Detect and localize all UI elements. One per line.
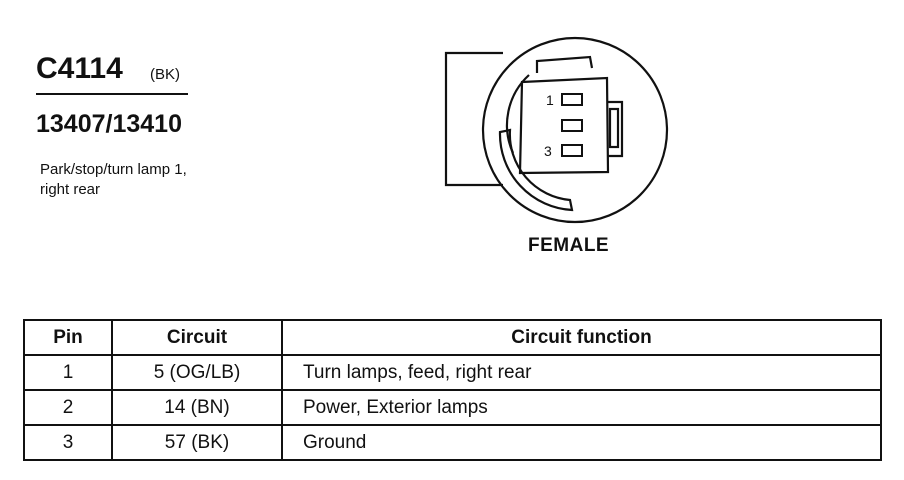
connector-housing: [444, 51, 503, 187]
cell-pin: 3: [23, 424, 113, 461]
pin-label-1: 1: [546, 92, 554, 108]
part-numbers: 13407/13410: [36, 110, 182, 138]
table-row: 3 57 (BK) Ground: [23, 424, 882, 461]
pinout-table: Pin Circuit Circuit function 1 5 (OG/LB)…: [23, 319, 882, 461]
connector-top-tab: [535, 55, 594, 73]
description-line-1: Park/stop/turn lamp 1,: [40, 161, 187, 178]
cell-circuit: 5 (OG/LB): [111, 354, 283, 391]
cell-circuit-function: Power, Exterior lamps: [281, 389, 882, 426]
connector-side-key-inner: [608, 107, 620, 149]
connector-side-key: [608, 100, 624, 158]
connector-gender-label: FEMALE: [528, 235, 610, 256]
table-row: 1 5 (OG/LB) Turn lamps, feed, right rear: [23, 354, 882, 391]
pin-carrier: [518, 76, 610, 175]
table-row: 2 14 (BN) Power, Exterior lamps: [23, 389, 882, 426]
cell-pin: 1: [23, 354, 113, 391]
cell-pin: 2: [23, 389, 113, 426]
pin-terminal-1: [561, 93, 583, 106]
connector-face-diagram: 1 3: [444, 36, 669, 224]
pin-terminal-2: [561, 119, 583, 132]
header-pin: Pin: [23, 319, 113, 356]
connector-lower-shroud: [498, 128, 574, 212]
connector-color-code: (BK): [150, 66, 180, 83]
pin-terminal-3: [561, 144, 583, 157]
description-line-2: right rear: [40, 181, 101, 198]
table-header-row: Pin Circuit Circuit function: [23, 319, 882, 356]
header-circuit: Circuit: [111, 319, 283, 356]
title-underline: [36, 93, 188, 95]
connector-outer-ring: [481, 36, 669, 224]
cell-circuit-function: Turn lamps, feed, right rear: [281, 354, 882, 391]
connector-id: C4114: [36, 52, 123, 85]
cell-circuit: 57 (BK): [111, 424, 283, 461]
cell-circuit-function: Ground: [281, 424, 882, 461]
header-circuit-function: Circuit function: [281, 319, 882, 356]
cell-circuit: 14 (BN): [111, 389, 283, 426]
pin-label-3: 3: [544, 143, 552, 159]
